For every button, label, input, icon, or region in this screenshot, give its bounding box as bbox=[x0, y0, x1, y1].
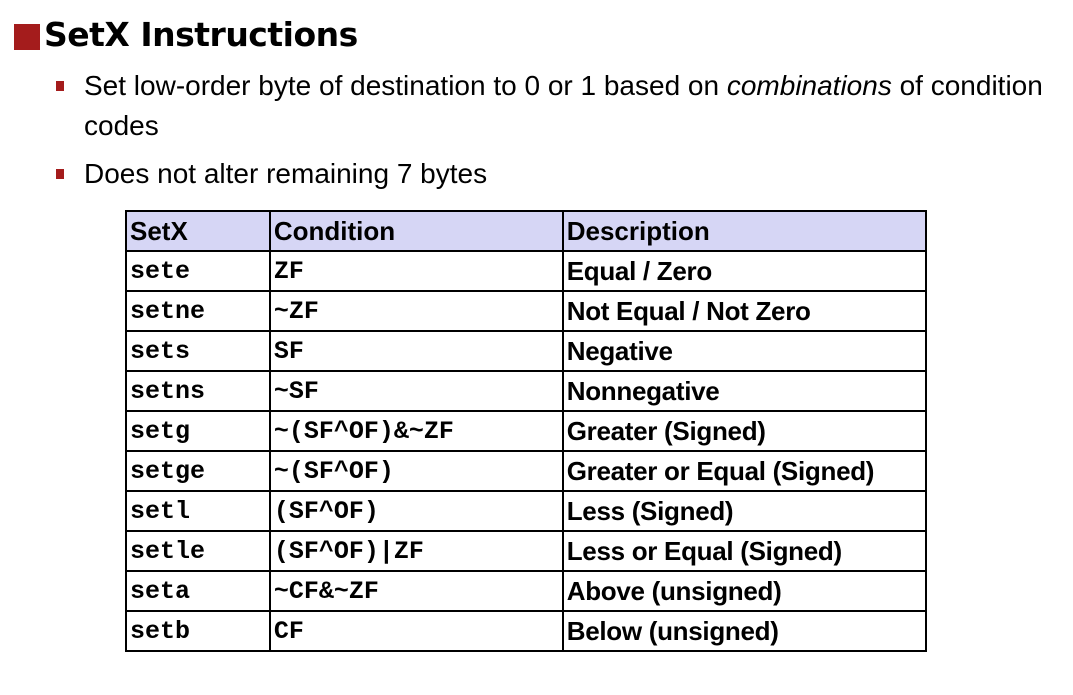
table-row: sets SF Negative bbox=[125, 330, 928, 372]
bullet-text: Set low-order byte of destination to 0 o… bbox=[84, 70, 727, 101]
instruction-cell: setb bbox=[125, 610, 271, 652]
instruction-cell: setns bbox=[125, 370, 271, 412]
table-row: seta ~CF&~ZF Above (unsigned) bbox=[125, 570, 928, 612]
table-row: setb CF Below (unsigned) bbox=[125, 610, 928, 652]
header-description: Description bbox=[561, 210, 928, 252]
table-row: setle (SF^OF)|ZF Less or Equal (Signed) bbox=[125, 530, 928, 572]
instruction-cell: sete bbox=[125, 250, 271, 292]
description-cell: Equal / Zero bbox=[561, 250, 928, 292]
table-row: setl (SF^OF) Less (Signed) bbox=[125, 490, 928, 532]
description-cell: Above (unsigned) bbox=[561, 570, 928, 612]
condition-cell: ZF bbox=[268, 250, 564, 292]
bullet-item: Does not alter remaining 7 bytes bbox=[56, 154, 1046, 194]
condition-cell: SF bbox=[268, 330, 564, 372]
instruction-cell: seta bbox=[125, 570, 271, 612]
instruction-cell: setg bbox=[125, 410, 271, 452]
header-condition: Condition bbox=[268, 210, 564, 252]
condition-cell: (SF^OF) bbox=[268, 490, 564, 532]
table-row: setge ~(SF^OF) Greater or Equal (Signed) bbox=[125, 450, 928, 492]
instruction-cell: setne bbox=[125, 290, 271, 332]
condition-cell: ~SF bbox=[268, 370, 564, 412]
description-cell: Below (unsigned) bbox=[561, 610, 928, 652]
description-cell: Nonnegative bbox=[561, 370, 928, 412]
description-cell: Greater or Equal (Signed) bbox=[561, 450, 928, 492]
condition-cell: ~CF&~ZF bbox=[268, 570, 564, 612]
description-cell: Less or Equal (Signed) bbox=[561, 530, 928, 572]
condition-cell: (SF^OF)|ZF bbox=[268, 530, 564, 572]
description-cell: Negative bbox=[561, 330, 928, 372]
bullet-list: Set low-order byte of destination to 0 o… bbox=[56, 66, 1046, 202]
table-row: setns ~SF Nonnegative bbox=[125, 370, 928, 412]
description-cell: Not Equal / Not Zero bbox=[561, 290, 928, 332]
instruction-cell: setge bbox=[125, 450, 271, 492]
slide-title: SetX Instructions bbox=[44, 14, 358, 54]
table-header-row: SetX Condition Description bbox=[125, 210, 928, 252]
bullet-square-icon bbox=[56, 169, 64, 179]
table-row: setne ~ZF Not Equal / Not Zero bbox=[125, 290, 928, 332]
setx-table: SetX Condition Description sete ZF Equal… bbox=[125, 210, 928, 652]
bullet-emphasis: combinations bbox=[726, 70, 892, 101]
header-setx: SetX bbox=[125, 210, 271, 252]
bullet-square-icon bbox=[56, 81, 64, 91]
condition-cell: CF bbox=[268, 610, 564, 652]
slide-header: SetX Instructions bbox=[14, 12, 358, 56]
instruction-cell: sets bbox=[125, 330, 271, 372]
instruction-cell: setl bbox=[125, 490, 271, 532]
bullet-text: of condition codes bbox=[84, 70, 1043, 141]
condition-cell: ~(SF^OF) bbox=[268, 450, 564, 492]
instruction-cell: setle bbox=[125, 530, 271, 572]
title-square-icon bbox=[14, 24, 40, 50]
description-cell: Greater (Signed) bbox=[561, 410, 928, 452]
condition-cell: ~(SF^OF)&~ZF bbox=[268, 410, 564, 452]
bullet-item: Set low-order byte of destination to 0 o… bbox=[56, 66, 1046, 146]
table-row: setg ~(SF^OF)&~ZF Greater (Signed) bbox=[125, 410, 928, 452]
description-cell: Less (Signed) bbox=[561, 490, 928, 532]
condition-cell: ~ZF bbox=[268, 290, 564, 332]
table-row: sete ZF Equal / Zero bbox=[125, 250, 928, 292]
bullet-text: Does not alter remaining 7 bytes bbox=[84, 158, 488, 189]
